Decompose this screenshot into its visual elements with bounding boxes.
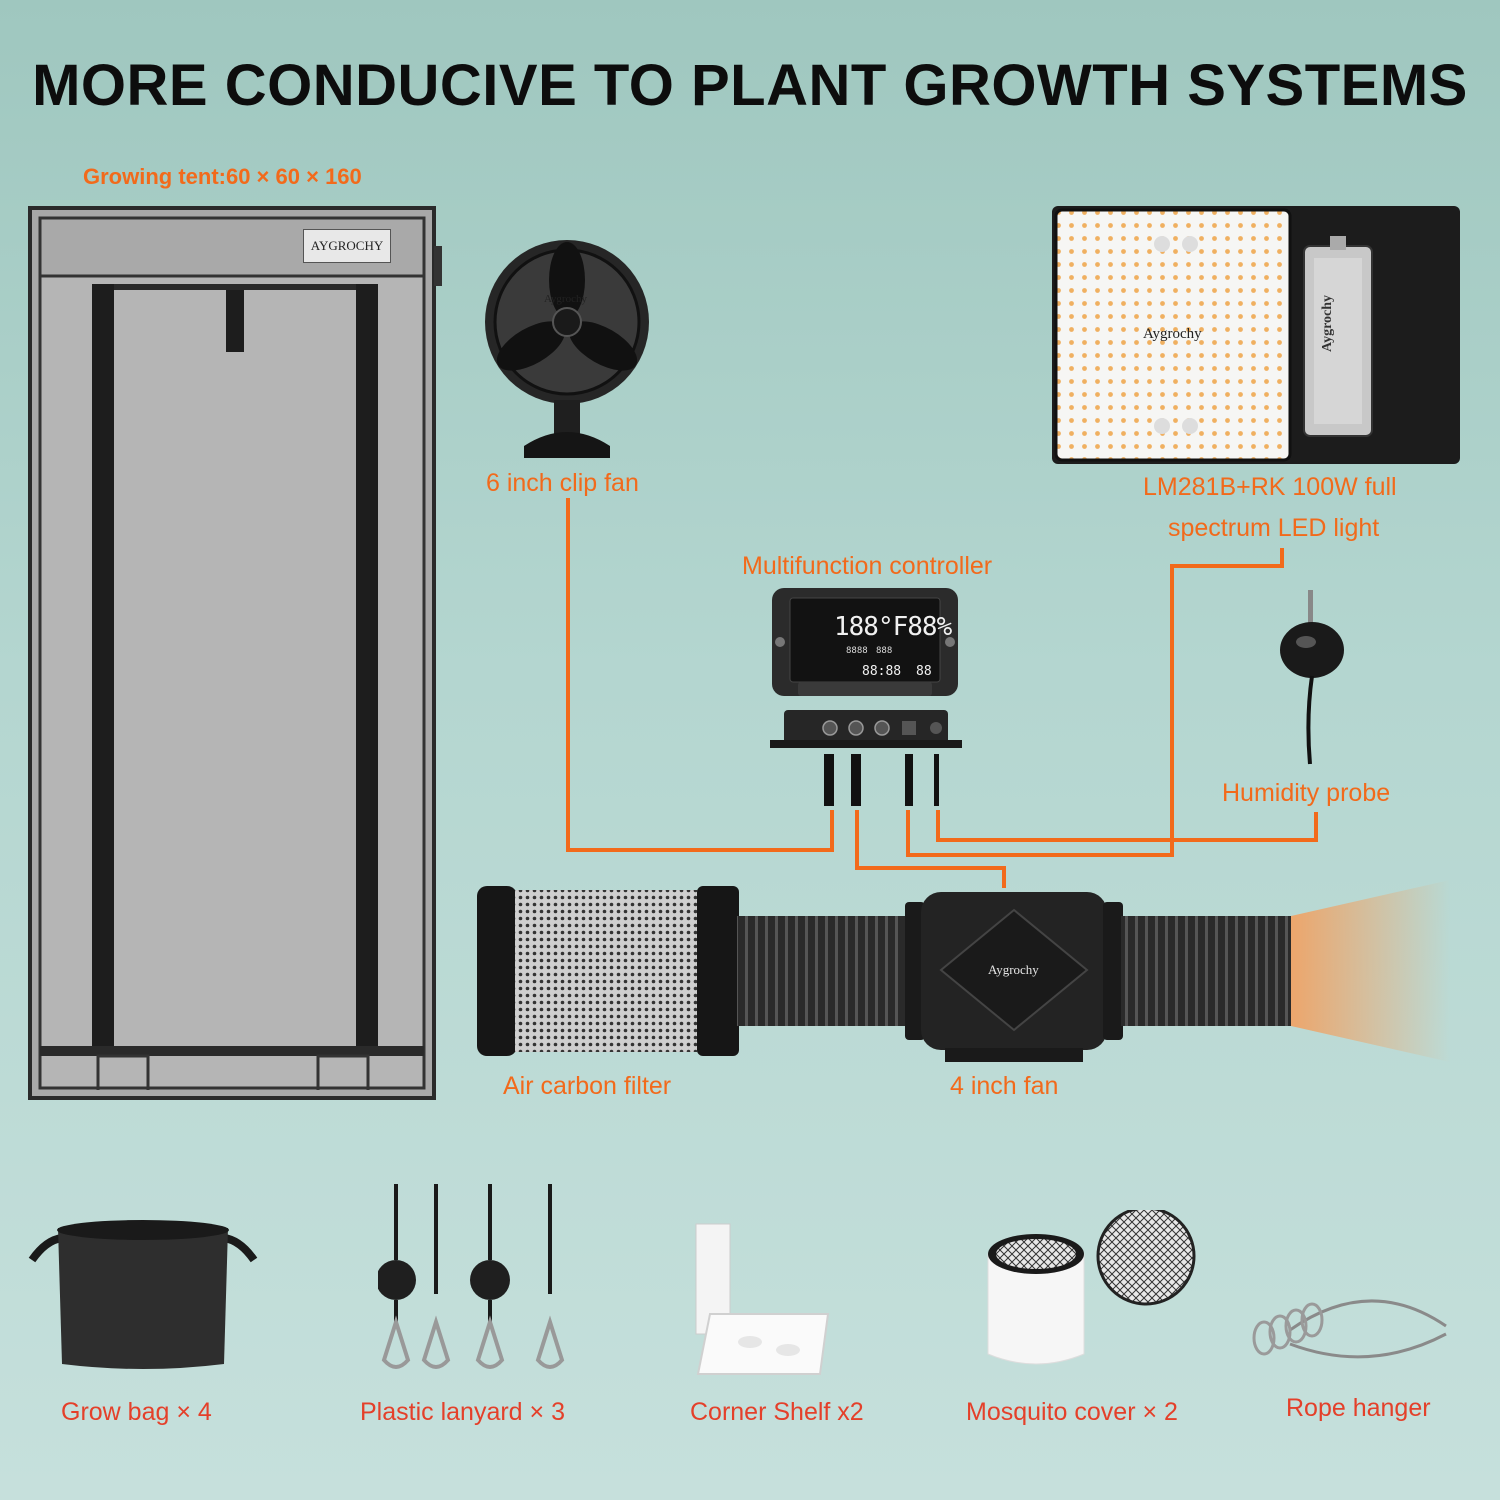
rope-hanger-icon [1252, 1299, 1447, 1359]
tent-brand-tag: AYGROCHY [303, 229, 391, 263]
led-driver-brand: Aygrochy [1320, 294, 1335, 352]
inline-fan-label: 4 inch fan [950, 1072, 1059, 1100]
wire-clip-fan [566, 498, 834, 852]
accessory-grow-bag-label: Grow bag × 4 [61, 1398, 212, 1426]
accessory-rope-hanger-label: Rope hanger [1286, 1394, 1431, 1422]
controller-display-timer: 88:88 [862, 664, 902, 679]
corner-shelf-icon [695, 1223, 830, 1375]
controller-display-setting: 88 [916, 664, 932, 679]
accessory-mosquito-cover-label: Mosquito cover × 2 [966, 1398, 1178, 1426]
clip-fan-label: 6 inch clip fan [486, 469, 639, 497]
humidity-probe-label: Humidity probe [1222, 779, 1391, 807]
tent-label: Growing tent:60 × 60 × 160 [83, 164, 362, 189]
accessory-lanyard-label: Plastic lanyard × 3 [360, 1398, 565, 1426]
humidity-probe-icon [1280, 590, 1344, 765]
wire-led-light [906, 548, 1284, 857]
led-label-line1: LM281B+RK 100W full [1143, 473, 1397, 501]
lanyard-icon [378, 1184, 565, 1369]
controller-display-mid: 888 [876, 646, 893, 656]
accessory-corner-shelf-label: Corner Shelf x2 [690, 1398, 864, 1426]
inline-fan-brand: Aygrochy [988, 962, 1039, 977]
led-brand: Aygrochy [1143, 326, 1202, 342]
controller-display-small: 8888 [846, 646, 868, 656]
inline-fan-icon [905, 892, 1123, 1062]
led-panel-icon [1052, 206, 1460, 464]
grow-tent-icon [28, 206, 442, 1100]
clip-fan-brand: Aygrochy [544, 293, 587, 305]
grow-bag-icon [28, 1220, 258, 1369]
led-label-line2: spectrum LED light [1168, 514, 1380, 542]
carbon-filter-icon [477, 886, 739, 1056]
controller-display-main: 188°F88% [834, 612, 952, 642]
controller-icon [770, 588, 962, 806]
wire-inline-fan [855, 810, 1006, 888]
carbon-filter-label: Air carbon filter [503, 1072, 672, 1100]
wire-humidity-probe [936, 810, 1318, 842]
clip-fan-icon [485, 240, 649, 458]
controller-label: Multifunction controller [742, 552, 993, 580]
page-title: MORE CONDUCIVE TO PLANT GROWTH SYSTEMS [32, 53, 1468, 118]
mosquito-cover-icon [987, 1210, 1196, 1365]
ventilation-assembly [477, 880, 1450, 1062]
